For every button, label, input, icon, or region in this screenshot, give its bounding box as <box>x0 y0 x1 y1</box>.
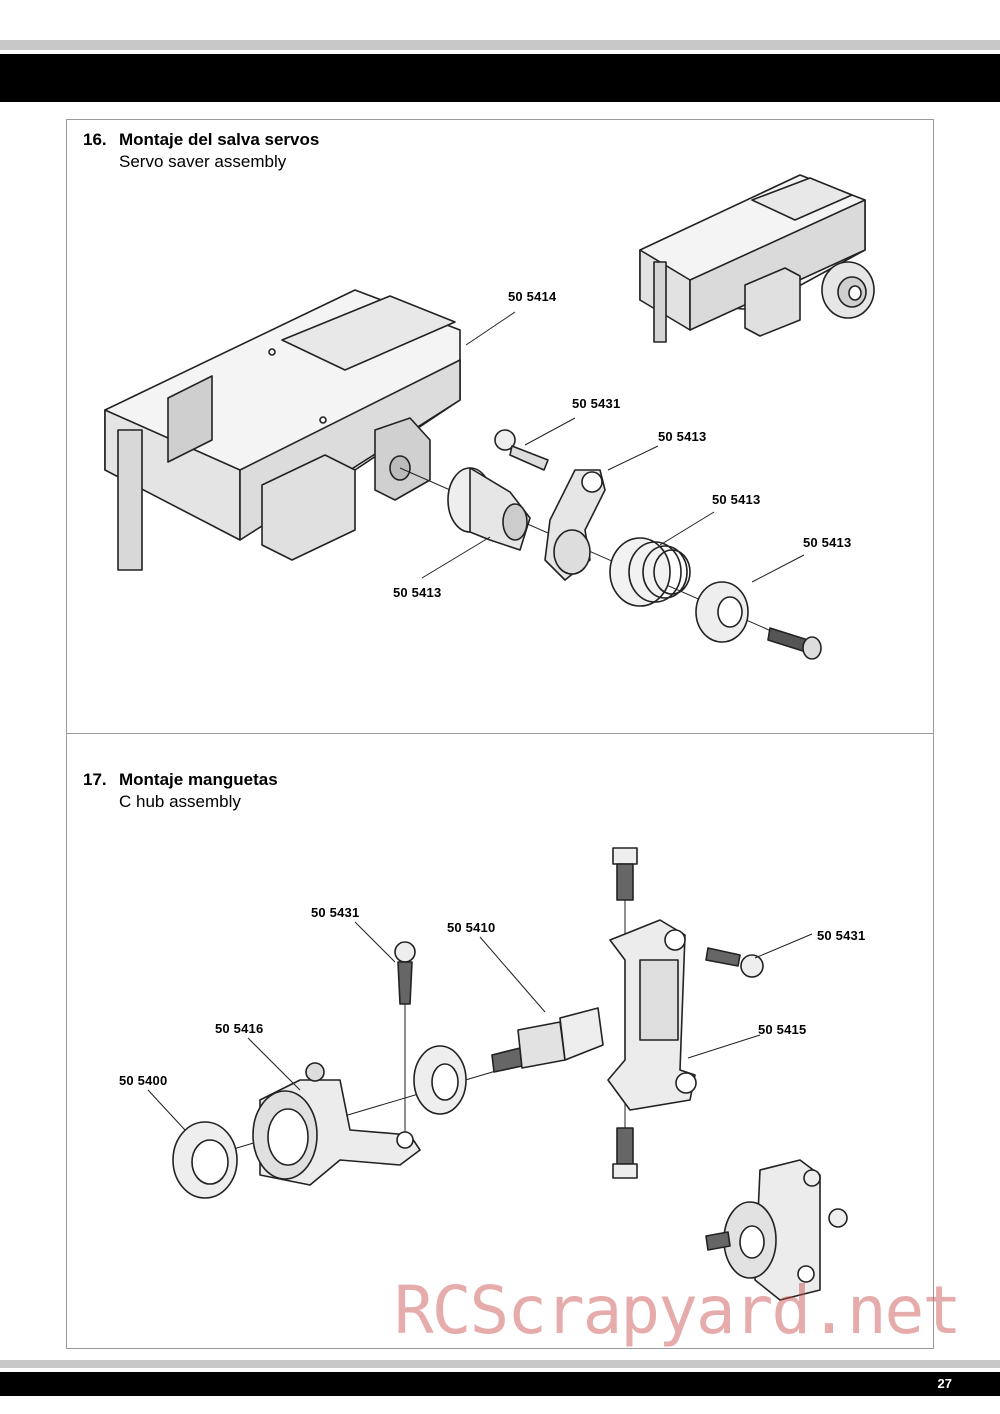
steering-knuckle <box>252 1062 421 1186</box>
part-label: 50 5400 <box>119 1073 168 1088</box>
part-label: 50 5431 <box>311 905 360 920</box>
footer-gray-stripe <box>0 1360 1000 1368</box>
part-label: 50 5413 <box>712 492 761 507</box>
part-label: 50 5431 <box>817 928 866 943</box>
part-label: 50 5416 <box>215 1021 264 1036</box>
footer-black-bar <box>0 1372 1000 1396</box>
bearing-middle <box>413 1045 467 1115</box>
kingpin-screw-bottom <box>612 1127 638 1179</box>
section-16-title: 16.Montaje del salva servos <box>83 130 320 149</box>
collar-part <box>447 467 531 551</box>
ball-stud <box>494 429 549 471</box>
section-17-subtitle: C hub assembly <box>119 792 241 811</box>
bearing-outer <box>172 1121 238 1199</box>
part-label: 50 5413 <box>658 429 707 444</box>
part-label: 50 5410 <box>447 920 496 935</box>
part-label: 50 5414 <box>508 289 557 304</box>
content-frame <box>66 119 934 1349</box>
page-number: 27 <box>937 1376 952 1391</box>
part-label: 50 5415 <box>758 1022 807 1037</box>
part-label: 50 5413 <box>803 535 852 550</box>
section-17-title: 17.Montaje manguetas <box>83 770 278 789</box>
axle <box>491 1007 604 1073</box>
ball-stud-left <box>394 941 416 1005</box>
ball-stud-right <box>705 947 764 978</box>
servo-box-small <box>639 174 875 343</box>
watermark: RCScrapyard.net <box>394 1272 962 1349</box>
servo-box <box>104 289 461 571</box>
part-label: 50 5431 <box>572 396 621 411</box>
header-gray-stripe <box>0 40 1000 50</box>
part-label: 50 5413 <box>393 585 442 600</box>
servo-horn <box>544 469 606 581</box>
spring <box>609 537 691 607</box>
section-16-subtitle: Servo saver assembly <box>119 152 287 171</box>
kingpin-screw-top <box>612 847 638 901</box>
section-divider <box>66 733 934 734</box>
assembled-hub-view <box>705 1159 848 1301</box>
c-hub <box>607 919 697 1111</box>
header-black-bar <box>0 54 1000 102</box>
washer <box>695 581 749 643</box>
screw <box>767 627 822 660</box>
